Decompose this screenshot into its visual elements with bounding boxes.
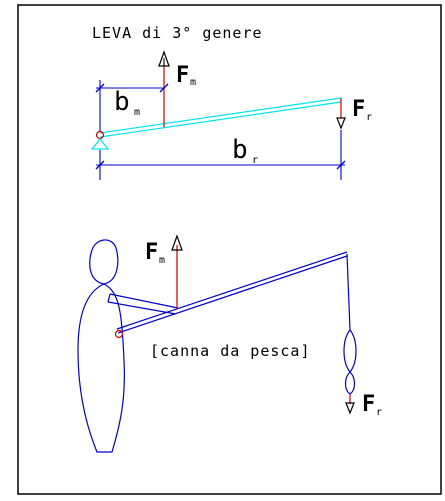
fish-resistant-force-label: F bbox=[362, 392, 375, 417]
motive-arm-dimension bbox=[95, 80, 169, 131]
resistant-force-subscript: r bbox=[366, 112, 372, 123]
resistant-arm-dimension bbox=[95, 130, 346, 180]
fishing-line bbox=[346, 253, 351, 331]
fishing-rod bbox=[116, 251, 348, 334]
resistant-arm-subscript: r bbox=[252, 155, 258, 166]
resistant-force-label: F bbox=[352, 97, 365, 122]
fulcrum-icon bbox=[90, 130, 110, 150]
person-arm bbox=[107, 293, 179, 315]
diagram-title: LEVA di 3° genere bbox=[92, 24, 263, 42]
fishing-caption: [canna da pesca] bbox=[150, 342, 311, 360]
rod-pivot-icon bbox=[114, 329, 124, 339]
rod-motive-force-subscript: m bbox=[159, 255, 165, 266]
motive-arm-label: b bbox=[114, 87, 130, 117]
fish-resistant-force-arrow bbox=[345, 394, 355, 415]
motive-arm-subscript: m bbox=[134, 107, 140, 118]
rod-motive-force-arrow bbox=[171, 234, 183, 309]
fish-resistant-force-subscript: r bbox=[376, 407, 382, 418]
rod-motive-force-label: F bbox=[145, 240, 158, 265]
resistant-arm-label: b bbox=[232, 135, 248, 165]
lever-bar bbox=[99, 97, 342, 138]
fish-icon bbox=[343, 329, 357, 395]
motive-force-subscript: m bbox=[190, 77, 196, 88]
resistant-force-arrow bbox=[336, 98, 346, 130]
frame-border bbox=[17, 4, 442, 495]
person-silhouette bbox=[77, 239, 125, 453]
motive-force-arrow bbox=[158, 50, 170, 127]
motive-force-label: F bbox=[176, 63, 189, 88]
